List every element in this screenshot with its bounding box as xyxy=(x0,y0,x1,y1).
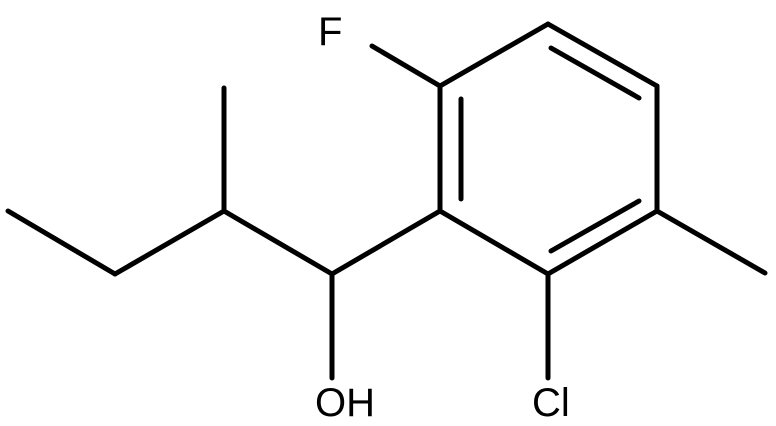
bond-ethyl-terminal xyxy=(5,208,118,277)
bond-ring-to-carbinol xyxy=(329,208,443,277)
ring-bond-c2-c3-inner xyxy=(548,45,642,101)
bond-ring-to-fluorine xyxy=(369,43,443,89)
ring-bond-c5-c6 xyxy=(437,208,551,277)
chlorine-label: Cl xyxy=(532,381,570,425)
benzene-ring xyxy=(437,21,660,277)
ring-bond-c4-c5-inner xyxy=(548,198,642,254)
side-chain xyxy=(5,85,443,381)
ring-bond-c1-c2 xyxy=(437,21,551,89)
fluorine-label: F xyxy=(318,10,342,54)
bond-ring-to-methyl xyxy=(654,208,768,276)
ring-bond-c2-c3 xyxy=(545,21,660,89)
ring-bond-c4-c5 xyxy=(545,208,660,277)
bond-branch-to-ethyl xyxy=(112,208,227,277)
bond-carbinol-to-branch xyxy=(221,208,335,277)
hydroxyl-label: OH xyxy=(315,381,375,425)
